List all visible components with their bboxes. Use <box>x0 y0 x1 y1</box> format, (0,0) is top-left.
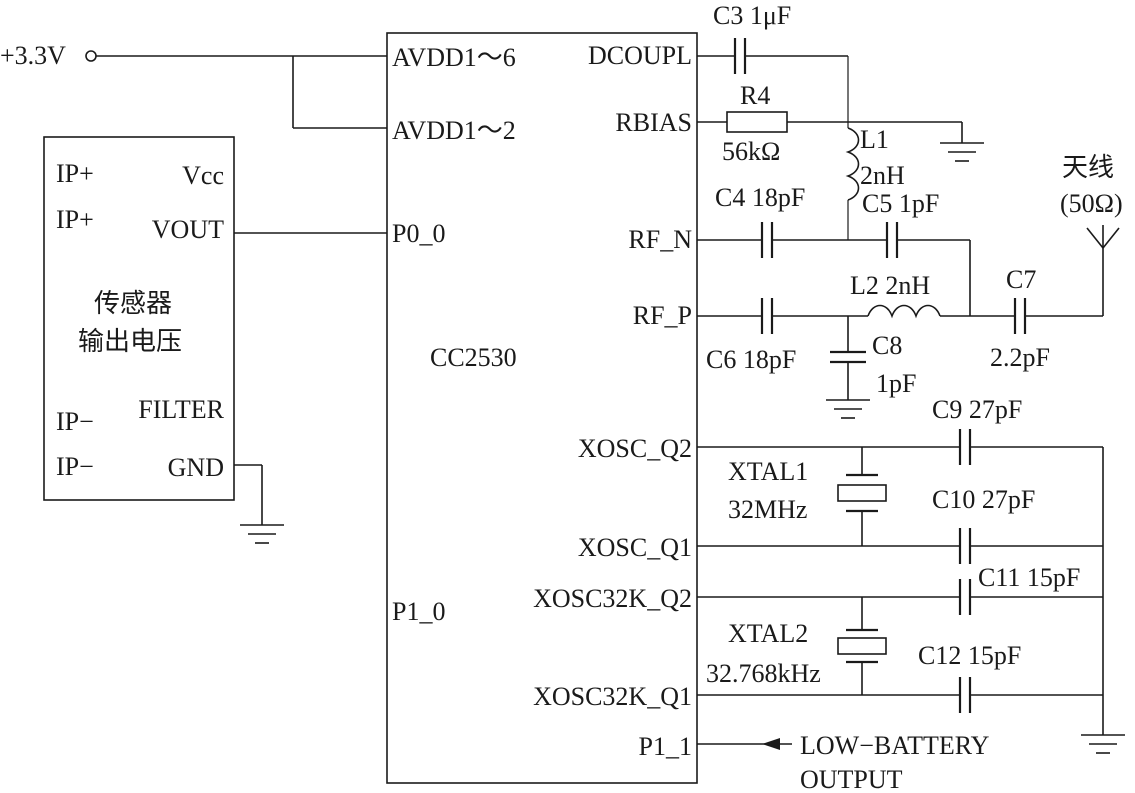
cc2530-chip-body <box>386 32 698 784</box>
crystal-xtal2 <box>837 628 887 664</box>
capacitor-c5 <box>885 222 899 258</box>
c5-label: C5 1pF <box>862 189 939 218</box>
sensor-pin-gnd: GND <box>168 453 224 482</box>
capacitor-c9 <box>958 429 972 465</box>
l1-label: L1 <box>860 125 889 154</box>
capacitor-c10 <box>958 528 972 564</box>
c7-label: C7 <box>1006 265 1036 294</box>
pin-avdd1-2-label: AVDD1～2 <box>392 116 516 145</box>
xtal2-value: 32.768kHz <box>706 659 821 688</box>
pin-xosc-q1-label: XOSC_Q1 <box>578 533 692 562</box>
sensor-pin-vcc: Vcc <box>182 161 224 190</box>
sensor-pin-vout: VOUT <box>152 215 224 244</box>
c11-label: C11 15pF <box>978 563 1080 592</box>
c8-value: 1pF <box>876 369 916 398</box>
antenna-symbol <box>1086 225 1120 249</box>
pin-avdd1-6-label: AVDD1～6 <box>392 43 516 72</box>
pin-xosc32k-q2-label: XOSC32K_Q2 <box>533 584 692 613</box>
sensor-pin-ip-minus-1: IP− <box>56 407 94 436</box>
capacitor-c8 <box>830 350 866 364</box>
supply-terminal <box>85 50 97 62</box>
c3-label: C3 1μF <box>713 1 791 30</box>
pin-p1-1-label: P1_1 <box>639 732 692 761</box>
xtal2-label: XTAL2 <box>728 619 808 648</box>
c6-label: C6 18pF <box>706 345 796 374</box>
resistor-r4 <box>726 111 788 133</box>
inductor-l1 <box>845 127 860 201</box>
capacitor-c6 <box>760 298 774 334</box>
capacitor-c12 <box>958 677 972 713</box>
c4-label: C4 18pF <box>715 183 805 212</box>
sensor-title-line1: 传感器 <box>94 289 172 318</box>
pin-p0-0-label: P0_0 <box>392 219 445 248</box>
ground-symbol-rbias <box>940 142 984 162</box>
c12-label: C12 15pF <box>918 641 1021 670</box>
capacitor-c11 <box>958 579 972 615</box>
inductor-l2 <box>867 304 941 319</box>
pin-rf-n-label: RF_N <box>628 225 692 254</box>
xtal1-value: 32MHz <box>728 495 807 524</box>
sensor-pin-ip-minus-2: IP− <box>56 452 94 481</box>
ground-symbol-c8 <box>826 399 870 419</box>
r4-label: R4 <box>740 81 770 110</box>
pin-xosc-q2-label: XOSC_Q2 <box>578 434 692 463</box>
antenna-label: 天线 <box>1062 153 1114 182</box>
c10-label: C10 27pF <box>932 485 1035 514</box>
pin-dcoupl-label: DCOUPL <box>588 41 692 70</box>
crystal-xtal1 <box>837 473 887 513</box>
ground-symbol-crystal <box>1081 734 1125 754</box>
r4-value: 56kΩ <box>722 137 780 166</box>
lowbat-label-line2: OUTPUT <box>800 765 903 793</box>
l1-value: 2nH <box>860 161 905 190</box>
pin-p1-0-label: P1_0 <box>392 597 445 626</box>
arrow-head-p1-1 <box>762 738 780 750</box>
ground-symbol-sensor <box>240 524 284 544</box>
capacitor-c3 <box>733 38 747 74</box>
pin-rf-p-label: RF_P <box>633 301 692 330</box>
supply-label: +3.3V <box>0 41 66 70</box>
c8-label: C8 <box>872 331 902 360</box>
capacitor-c4 <box>760 222 774 258</box>
xtal1-label: XTAL1 <box>728 457 808 486</box>
sensor-title-line2: 输出电压 <box>78 327 182 356</box>
c9-label: C9 27pF <box>932 395 1022 424</box>
chip-name-label: CC2530 <box>430 343 517 372</box>
c7-value: 2.2pF <box>990 343 1050 372</box>
sensor-block <box>43 136 235 501</box>
sensor-pin-ip-plus-2: IP+ <box>56 205 94 234</box>
pin-rbias-label: RBIAS <box>615 108 692 137</box>
pin-xosc32k-q1-label: XOSC32K_Q1 <box>533 682 692 711</box>
sensor-pin-ip-plus-1: IP+ <box>56 159 94 188</box>
lowbat-label-line1: LOW−BATTERY <box>800 731 990 760</box>
sensor-pin-filter: FILTER <box>138 395 224 424</box>
capacitor-c7 <box>1013 298 1027 334</box>
antenna-impedance: (50Ω) <box>1060 189 1123 218</box>
l2-label: L2 2nH <box>850 271 930 300</box>
